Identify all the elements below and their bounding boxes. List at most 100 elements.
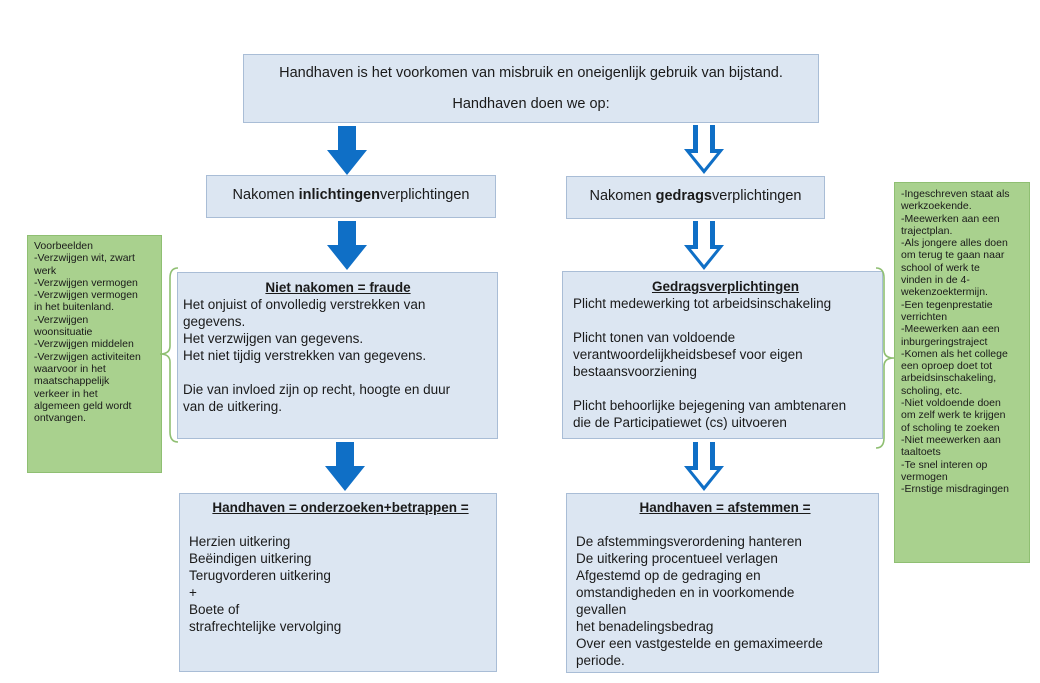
- right-example-line: wekenzoektermijn.: [901, 286, 988, 299]
- fraud-line: gegevens.: [183, 314, 246, 329]
- arrow-down-left-2: [327, 221, 367, 270]
- left-examples-box: Voorbeelden -Verzwijgen wit, zwart werk …: [27, 235, 162, 473]
- right-example-line: scholing, etc.: [901, 384, 963, 397]
- investigate-line: +: [189, 585, 197, 600]
- left-example-line: in het buitenland.: [34, 301, 114, 314]
- right-title-box: Nakomen gedragsverplichtingen: [566, 176, 825, 219]
- fraud-line: Het niet tijdig verstrekken van gegevens…: [183, 348, 427, 363]
- investigate-header: Handhaven = onderzoeken+betrappen =: [212, 500, 469, 515]
- right-example-line: arbeidsinschakeling,: [901, 372, 997, 385]
- right-example-line: of scholing te zoeken: [901, 421, 1000, 434]
- right-example-line: -Een tegenprestatie: [901, 298, 993, 311]
- fraud-line: Het onjuist of onvolledig verstrekken va…: [183, 297, 426, 312]
- right-example-line: werkzoekende.: [901, 200, 972, 213]
- left-example-line: Voorbeelden: [34, 240, 93, 252]
- right-example-line: -Ingeschreven staat als: [901, 188, 1010, 200]
- right-example-line: -Komen als het college: [901, 347, 1008, 360]
- intro-subtitle: Handhaven doen we op:: [452, 96, 610, 112]
- investigate-line: Beëindigen uitkering: [189, 551, 312, 566]
- align-line: Over een vastgestelde en gemaximeerde: [576, 636, 823, 651]
- left-example-line: -Verzwijgen: [34, 313, 89, 326]
- right-example-line: -Meewerken aan een: [901, 323, 1000, 336]
- left-title-post: verplichtingen: [379, 187, 470, 203]
- investigate-line: Boete of: [189, 602, 240, 617]
- right-example-line: verrichten: [901, 310, 948, 323]
- fraud-header: Niet nakomen = fraude: [265, 280, 411, 295]
- left-example-line: -Verzwijgen activiteiten: [34, 350, 141, 363]
- arrow-down-right-2: [684, 221, 724, 270]
- right-example-line: -Niet meewerken aan: [901, 433, 1001, 446]
- fraud-line: Die van invloed zijn op recht, hoogte en…: [183, 382, 451, 397]
- arrow-down-left-1: [327, 126, 367, 175]
- left-title-bold: inlichtingen: [298, 187, 380, 203]
- right-example-line: om terug te gaan naar: [901, 249, 1005, 262]
- align-line: het benadelingsbedrag: [576, 619, 714, 634]
- left-example-line: waarvoor in het: [34, 362, 106, 375]
- align-box: Handhaven = afstemmen = De afstemmingsve…: [566, 493, 879, 673]
- align-line: De uitkering procentueel verlagen: [576, 551, 778, 566]
- investigate-line: strafrechtelijke vervolging: [189, 619, 342, 634]
- investigate-spacer: [189, 516, 492, 533]
- left-title-box: Nakomen inlichtingenverplichtingen: [206, 175, 496, 218]
- arrow-down-left-3: [325, 442, 365, 491]
- right-example-line: inburgeringstraject: [901, 335, 988, 348]
- left-example-line: ontvangen.: [34, 412, 86, 425]
- left-example-line: -Verzwijgen middelen: [34, 338, 134, 351]
- fraud-line: Het verzwijgen van gegevens.: [183, 331, 364, 346]
- left-example-line: -Verzwijgen vermogen: [34, 289, 138, 302]
- right-example-line: -Niet voldoende doen: [901, 397, 1001, 410]
- align-line: gevallen: [576, 602, 627, 617]
- align-line: periode.: [576, 653, 625, 668]
- investigate-line: Terugvorderen uitkering: [189, 568, 331, 583]
- left-example-line: -Verzwijgen wit, zwart: [34, 252, 135, 265]
- obligations-line: bestaansvoorziening: [573, 364, 697, 379]
- fraud-box: Niet nakomen = fraude Het onjuist of onv…: [177, 272, 498, 439]
- obligations-line: Plicht behoorlijke bejegening van ambten…: [573, 398, 847, 413]
- arrow-down-right-1: [684, 125, 724, 174]
- align-line: Afgestemd op de gedraging en: [576, 568, 761, 583]
- right-example-line: vermogen: [901, 470, 948, 483]
- left-title-pre: Nakomen: [232, 187, 299, 203]
- obligations-line: verantwoordelijkheidsbesef voor eigen: [573, 347, 803, 362]
- left-example-line: werk: [34, 264, 57, 277]
- right-examples-box: -Ingeschreven staat als werkzoekende. -M…: [894, 182, 1030, 563]
- left-example-line: woonsituatie: [34, 326, 93, 339]
- intro-definition: Handhaven is het voorkomen van misbruik …: [279, 65, 783, 81]
- right-example-line: taaltoets: [901, 446, 941, 459]
- right-title-bold: gedrags: [655, 188, 713, 204]
- obligations-line: Plicht tonen van voldoende: [573, 330, 736, 345]
- obligations-line: Plicht medewerking tot arbeidsinschakeli…: [573, 296, 832, 311]
- left-example-line: maatschappelijk: [34, 375, 110, 388]
- right-example-line: om zelf werk te krijgen: [901, 409, 1006, 422]
- investigate-line: Herzien uitkering: [189, 534, 291, 549]
- obligations-spacer: [573, 312, 878, 329]
- left-example-line: algemeen geld wordt: [34, 399, 132, 412]
- arrow-down-right-3: [684, 442, 724, 491]
- align-spacer: [576, 516, 874, 533]
- left-brace: [159, 267, 179, 443]
- obligations-line: die de Participatiewet (cs) uitvoeren: [573, 415, 787, 430]
- fraud-line: van de uitkering.: [183, 399, 283, 414]
- right-example-line: -Te snel interen op: [901, 458, 988, 471]
- intro-box: Handhaven is het voorkomen van misbruik …: [243, 54, 819, 123]
- right-example-line: vinden in de 4-: [901, 274, 970, 287]
- obligations-header: Gedragsverplichtingen: [651, 279, 800, 294]
- right-title-post: verplichtingen: [712, 188, 802, 204]
- right-example-line: -Meewerken aan een: [901, 212, 1000, 225]
- align-header: Handhaven = afstemmen =: [639, 500, 811, 515]
- right-example-line: -Als jongere alles doen: [901, 237, 1008, 250]
- right-example-line: trajectplan.: [901, 224, 953, 237]
- align-line: omstandigheden en in voorkomende: [576, 585, 795, 600]
- align-line: De afstemmingsverordening hanteren: [576, 534, 802, 549]
- right-example-line: -Ernstige misdragingen: [901, 483, 1009, 496]
- left-example-line: -Verzwijgen vermogen: [34, 276, 138, 289]
- right-brace: [875, 267, 895, 449]
- right-example-line: een oproep doet tot: [901, 360, 993, 373]
- right-example-line: school of werk te: [901, 261, 980, 274]
- investigate-box: Handhaven = onderzoeken+betrappen = Herz…: [179, 493, 497, 672]
- right-title-pre: Nakomen: [589, 188, 656, 204]
- fraud-spacer: [183, 364, 493, 381]
- obligations-box: Gedragsverplichtingen Plicht medewerking…: [562, 271, 883, 439]
- obligations-spacer: [573, 380, 878, 397]
- left-example-line: verkeer in het: [34, 387, 98, 400]
